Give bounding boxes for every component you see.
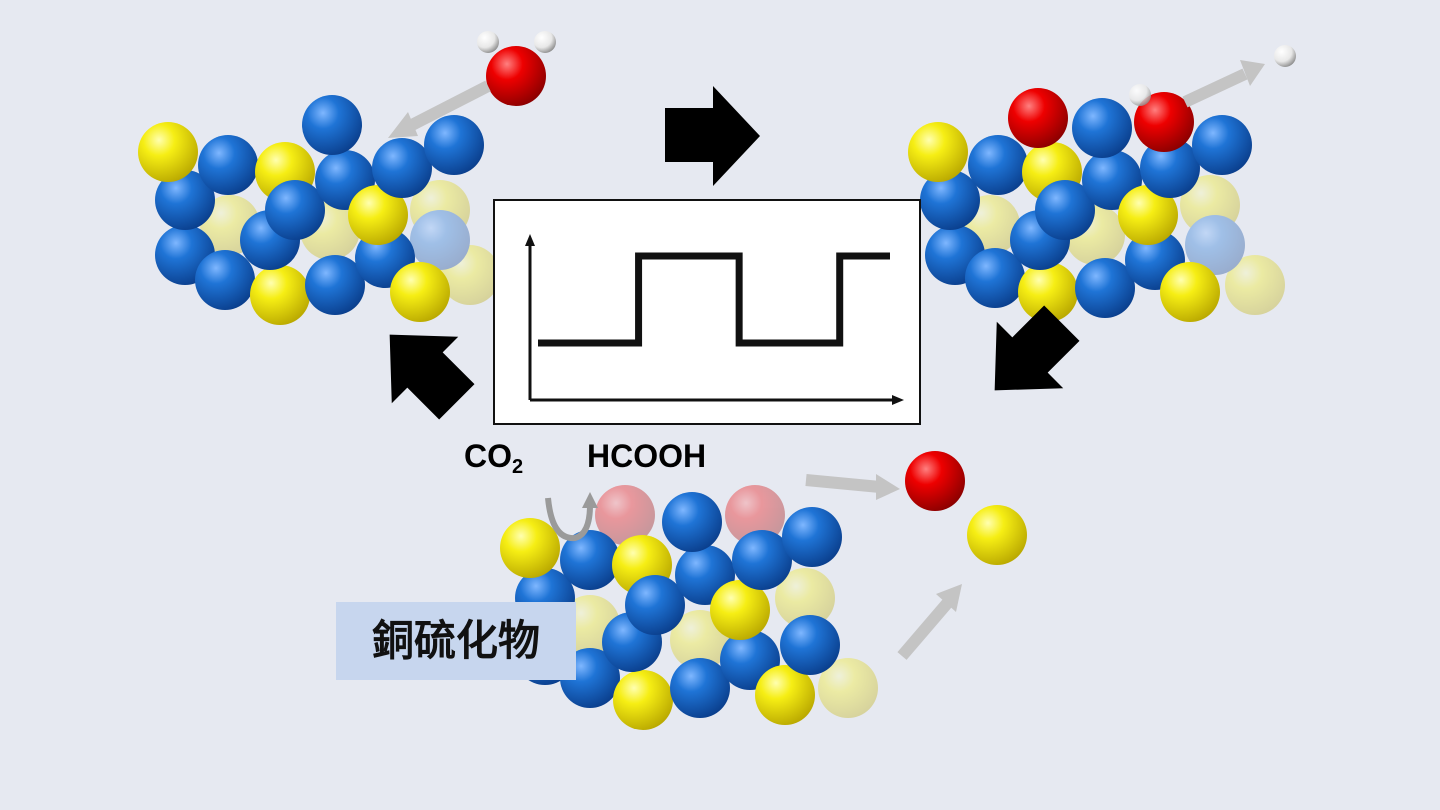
arrow-oxygen-release xyxy=(805,474,881,493)
water-molecule xyxy=(477,31,556,106)
arrow-water-adsorption xyxy=(407,80,491,132)
released-oxygen-atom xyxy=(905,451,965,511)
co2-subscript: 2 xyxy=(512,456,524,478)
chart-frame xyxy=(493,199,921,425)
hcooh-label: HCOOH xyxy=(587,438,707,474)
arrow-sulfur-release xyxy=(897,596,955,660)
co2-label: CO2 xyxy=(464,438,523,479)
cluster-top-right xyxy=(908,84,1285,322)
arrow-hydrogen-release xyxy=(1182,68,1248,108)
chart-series-line xyxy=(538,252,890,347)
cluster-top-left xyxy=(138,95,500,325)
compound-label: 銅硫化物 xyxy=(336,602,576,680)
square-wave-chart xyxy=(493,199,921,425)
released-sulfur-atom xyxy=(967,505,1027,565)
cycle-arrow-right xyxy=(665,86,760,186)
co2-main-text: CO xyxy=(464,438,512,474)
cycle-arrow-up-left xyxy=(389,334,475,420)
cycle-arrow-down-left xyxy=(994,305,1080,391)
arrow-co2-conversion xyxy=(545,497,593,542)
released-hydrogen-atom xyxy=(1274,45,1296,67)
cluster-bottom xyxy=(500,485,878,730)
